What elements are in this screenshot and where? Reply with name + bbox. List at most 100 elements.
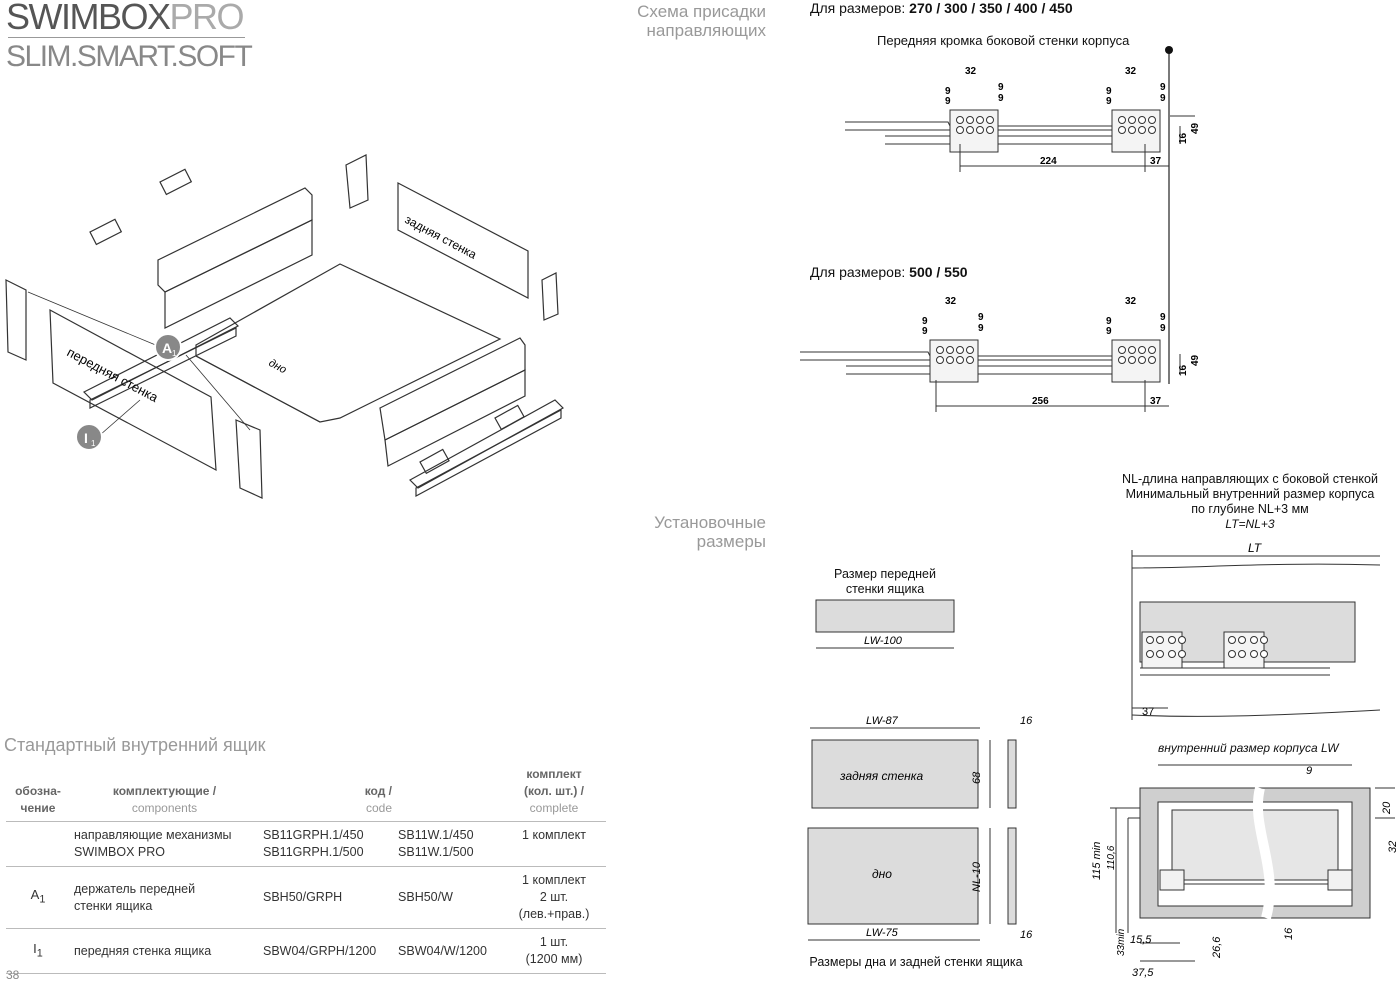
svg-text:32: 32 xyxy=(965,66,977,77)
sizes-group-2: Для размеров: 500 / 550 xyxy=(810,264,968,280)
runner-right-drawing xyxy=(409,399,564,489)
bottom-caption: Размеры дна и задней стенки ящика xyxy=(809,955,1023,969)
svg-text:110,6: 110,6 xyxy=(1106,845,1117,870)
row-symbol: A1 xyxy=(6,866,70,929)
svg-text:37: 37 xyxy=(1150,396,1162,407)
svg-text:9: 9 xyxy=(1306,765,1312,777)
svg-text:37: 37 xyxy=(1150,156,1162,167)
svg-text:15,5: 15,5 xyxy=(1130,934,1152,946)
brand-name-strong: SWIMBOX xyxy=(6,0,171,37)
header-set: комплект (кол. шт.) / complete xyxy=(524,767,584,815)
scheme-title: Схема присадки направляющих xyxy=(637,2,766,40)
svg-text:20: 20 xyxy=(1381,801,1393,815)
svg-text:NL-10: NL-10 xyxy=(971,861,983,892)
svg-text:9: 9 xyxy=(998,93,1004,104)
svg-text:9: 9 xyxy=(1160,82,1166,93)
row-code-a: SBH50/GRPH xyxy=(259,866,395,929)
svg-text:49: 49 xyxy=(1190,122,1200,134)
bracket-rear-drawing xyxy=(345,154,369,209)
svg-text:9: 9 xyxy=(1106,86,1112,97)
svg-text:9: 9 xyxy=(1160,323,1166,334)
svg-text:9: 9 xyxy=(1106,96,1112,107)
install-title: Установочные размеры xyxy=(654,513,766,551)
components-table: обозна- чение комплектующие / components… xyxy=(6,764,606,974)
svg-text:LT: LT xyxy=(1248,541,1263,555)
svg-text:49: 49 xyxy=(1190,354,1200,366)
brand-logo: SWIMBOXPRO xyxy=(6,0,245,38)
svg-text:9: 9 xyxy=(1106,316,1112,327)
svg-text:32: 32 xyxy=(1125,296,1137,307)
svg-text:37,5: 37,5 xyxy=(1132,967,1154,979)
svg-text:37: 37 xyxy=(1142,706,1154,718)
svg-text:256: 256 xyxy=(1032,396,1049,407)
svg-text:задняя стенка: задняя стенка xyxy=(839,769,923,783)
svg-text:33min: 33min xyxy=(1116,928,1127,956)
row-set: 1 шт.(1200 мм) xyxy=(502,928,606,974)
header-components: комплектующие / components xyxy=(112,784,217,815)
side-view-drawing: LT 37 xyxy=(1131,541,1381,720)
nl-note: NL-длина направляющих с боковой стенкой … xyxy=(1122,472,1378,531)
row-symbol xyxy=(6,821,70,867)
svg-text:32: 32 xyxy=(1387,841,1399,853)
back-wall-drawing xyxy=(397,182,529,299)
brand-name-thin: PRO xyxy=(169,0,245,37)
bottom-panel-drawing xyxy=(195,263,502,423)
inner-size-label: внутренний размер корпуса LW xyxy=(1158,741,1339,755)
svg-text:LW-75: LW-75 xyxy=(866,927,899,939)
front-wall-drawing xyxy=(49,308,217,472)
table-header-row: обозна- чение комплектующие / components… xyxy=(6,764,606,822)
drilling-scheme-drawing: 32 32 9 9 9 9 9 9 9 9 224 37 16 49 32 32… xyxy=(800,46,1200,412)
svg-text:9: 9 xyxy=(998,82,1004,93)
svg-text:LW-100: LW-100 xyxy=(864,635,903,647)
svg-text:A: A xyxy=(162,340,172,356)
svg-text:LW-87: LW-87 xyxy=(866,715,899,727)
svg-text:9: 9 xyxy=(945,96,951,107)
row-code-b: SBW04/W/1200 xyxy=(394,928,502,974)
front-holder-left-drawing xyxy=(5,279,27,361)
svg-text:9: 9 xyxy=(1160,93,1166,104)
table-row: I1 передняя стенка ящика SBW04/GRPH/1200… xyxy=(6,928,606,974)
runner-left-drawing xyxy=(82,317,240,401)
svg-text:68: 68 xyxy=(971,771,983,784)
exploded-drawer-drawing: дно задняя стенка передняя стенка A 1 I … xyxy=(5,154,564,499)
svg-text:1: 1 xyxy=(91,439,96,448)
front-size-caption: Размер передней стенки ящика xyxy=(834,567,936,596)
front-holder-right-drawing xyxy=(235,419,263,499)
svg-text:9: 9 xyxy=(922,316,928,327)
side-wall-right-drawing xyxy=(379,337,526,441)
svg-text:16: 16 xyxy=(1178,132,1189,144)
svg-text:16: 16 xyxy=(1020,929,1033,941)
row-code-a: SBW04/GRPH/1200 xyxy=(259,928,395,974)
front-panel-drawing: LW-100 xyxy=(815,599,955,649)
side-wall-left-drawing xyxy=(157,187,313,293)
row-symbol: I1 xyxy=(6,928,70,974)
page-number: 38 xyxy=(6,968,20,982)
front-edge-label: Передняя кромка боковой стенки корпуса xyxy=(877,33,1130,48)
header-designation: обозна- чение xyxy=(15,784,61,815)
marker-a1 xyxy=(154,333,182,361)
svg-text:32: 32 xyxy=(1125,66,1137,77)
sizes-group-1: Для размеров: 270 / 300 / 350 / 400 / 45… xyxy=(810,0,1073,16)
svg-text:1: 1 xyxy=(172,349,177,358)
svg-text:9: 9 xyxy=(922,326,928,337)
header-code: код / code xyxy=(364,784,392,815)
svg-text:115 min: 115 min xyxy=(1091,842,1103,880)
cross-section-drawing: 9 20 32 115 min 110,6 33min 15,5 37,5 26… xyxy=(1091,764,1399,979)
svg-text:I: I xyxy=(84,430,88,446)
bottom-label: дно xyxy=(267,357,289,376)
row-name: передняя стенка ящика xyxy=(70,928,259,974)
svg-text:дно: дно xyxy=(872,867,892,881)
svg-text:9: 9 xyxy=(978,323,984,334)
svg-text:26,6: 26,6 xyxy=(1211,936,1223,959)
svg-text:9: 9 xyxy=(1160,312,1166,323)
svg-text:9: 9 xyxy=(1106,326,1112,337)
row-set: 1 комплект xyxy=(502,821,606,867)
svg-text:16: 16 xyxy=(1178,364,1189,376)
row-code-b: SBH50/W xyxy=(394,866,502,929)
svg-text:32: 32 xyxy=(945,296,957,307)
